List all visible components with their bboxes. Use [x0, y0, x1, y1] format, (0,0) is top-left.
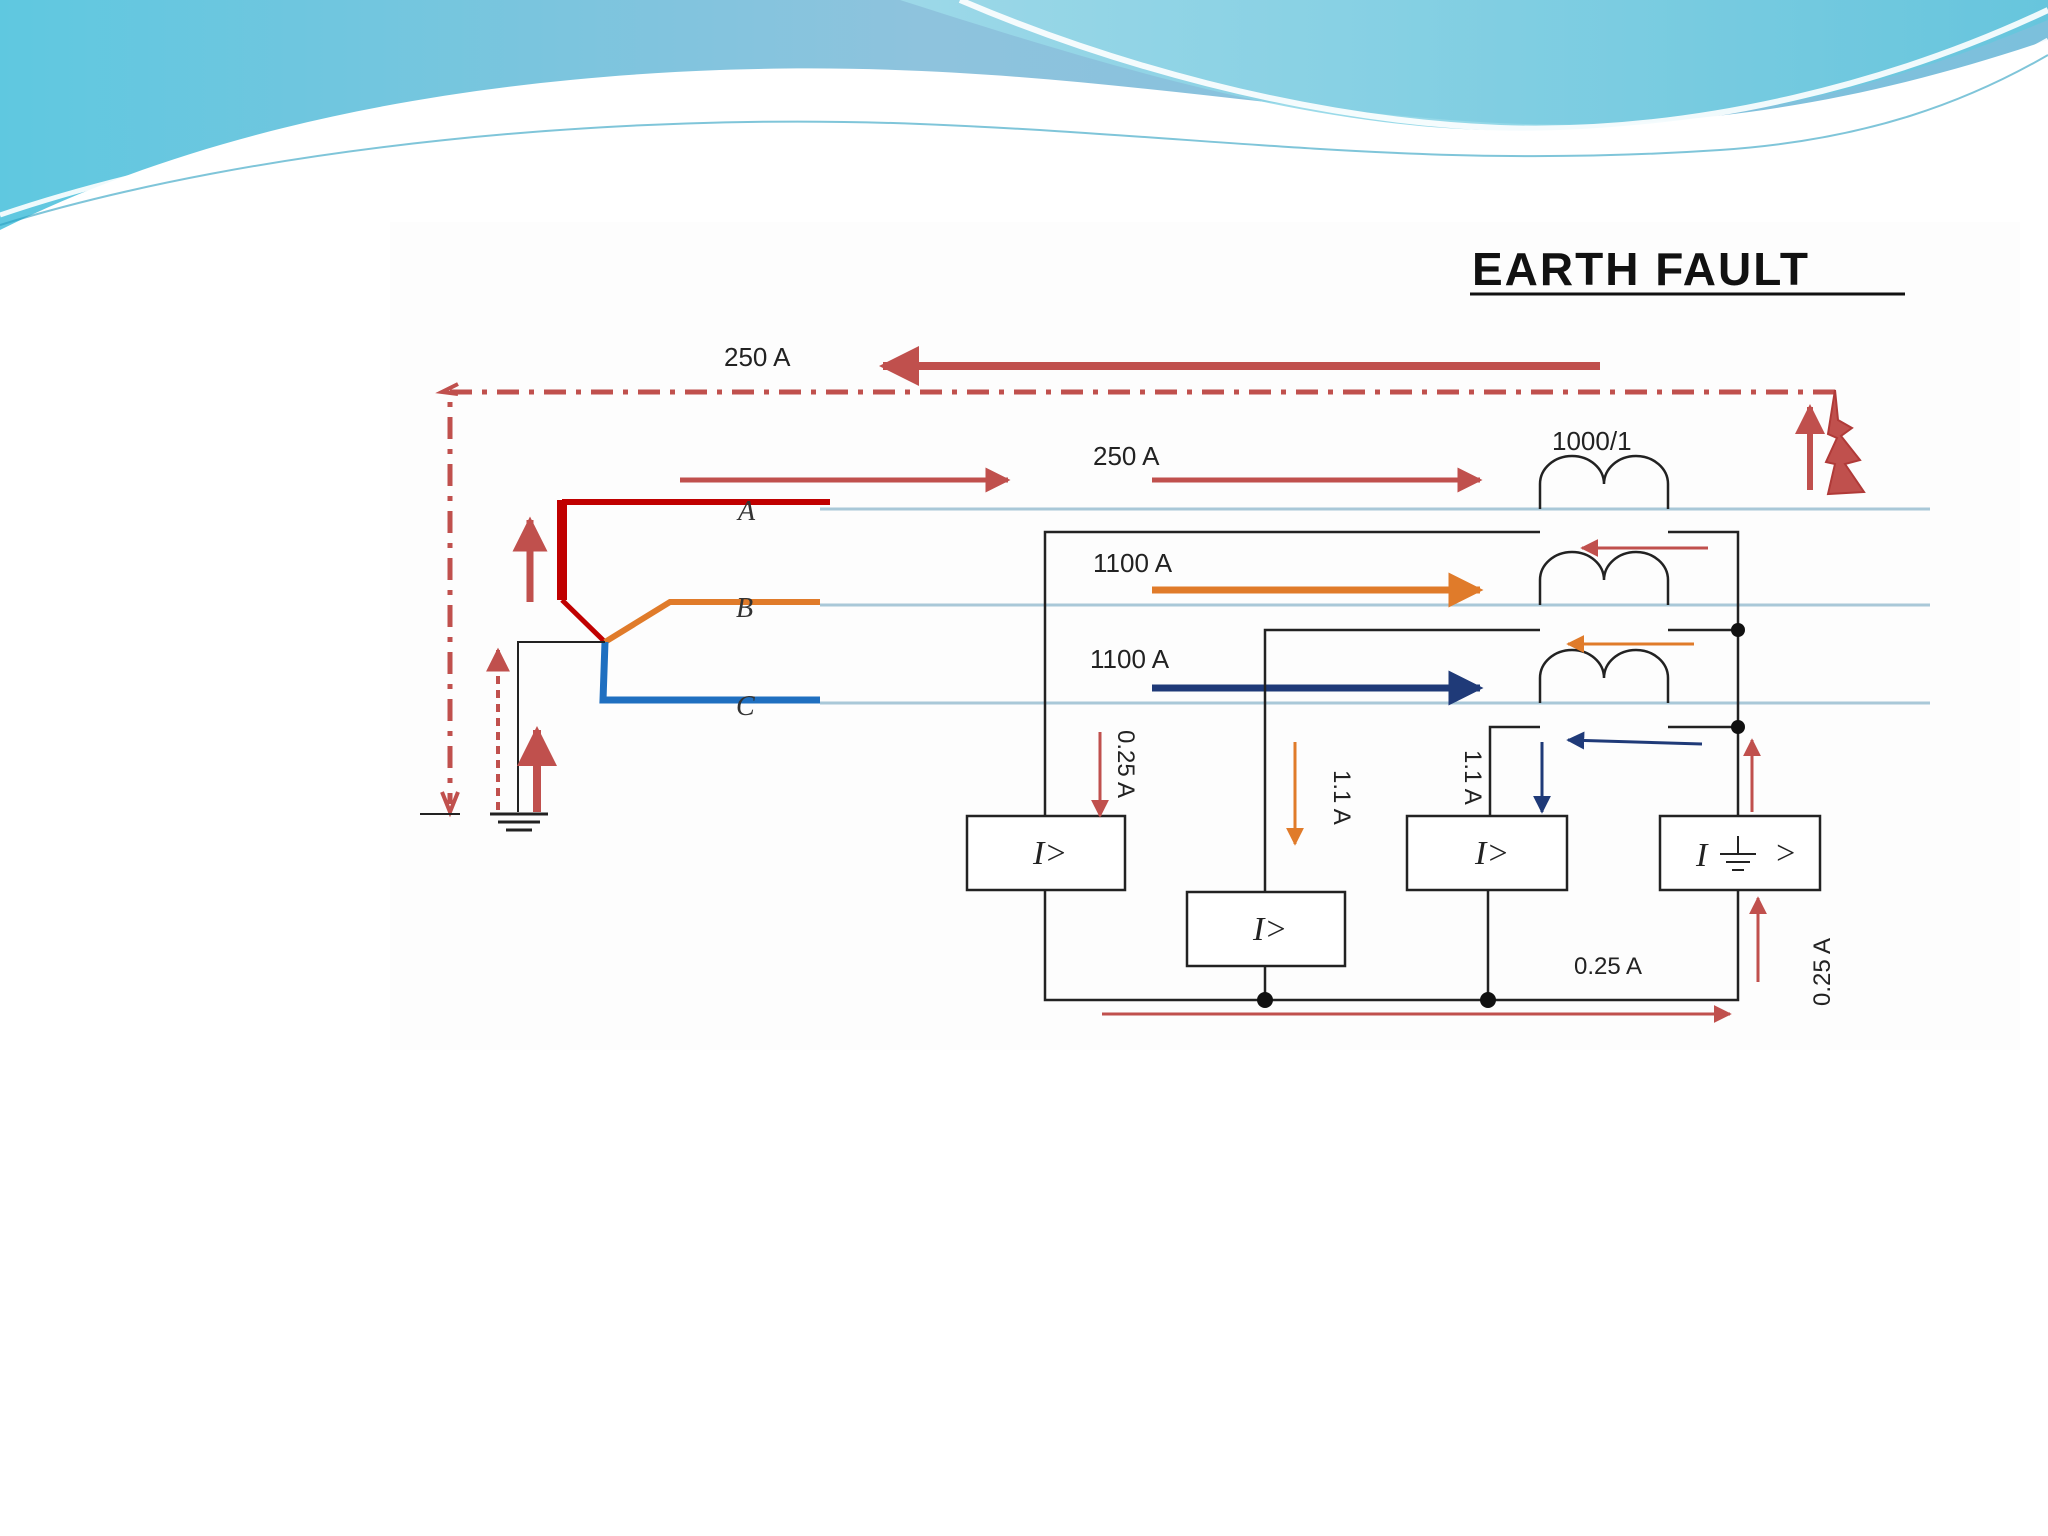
phase-c-winding: [599, 641, 820, 704]
svg-text:I: I: [1695, 837, 1709, 874]
return-bus: [1043, 890, 1740, 1002]
neutral-conductor: [517, 641, 605, 812]
phase-a-label: A: [736, 496, 756, 527]
phase-b-winding: [603, 599, 820, 645]
secondary-wire-c: [1488, 725, 1540, 816]
phase-a-winding: [605, 502, 832, 600]
ct-ratio: 1000/1: [1552, 426, 1632, 456]
ct-c-icon: [1538, 648, 1670, 703]
svg-text:I>: I>: [1474, 835, 1509, 872]
header-wave-decoration: [0, 0, 2048, 230]
relay-b-current: 1.1 A: [1328, 770, 1355, 825]
svg-text:I>: I>: [1032, 835, 1067, 872]
junction-dot: [1731, 720, 1745, 734]
relay-c: [1405, 814, 1569, 892]
secondary-wire-b: [1263, 628, 1540, 892]
junction-dot: [1257, 992, 1273, 1008]
earth-symbol-icon: [1720, 836, 1756, 871]
phase-b-current: 1100 A: [1093, 548, 1173, 578]
svg-text:I>: I>: [1252, 911, 1287, 948]
residual-current: 0.25 A: [1574, 953, 1642, 980]
earth-return-current: 250 A: [724, 342, 791, 372]
fault-spark-icon: [1824, 389, 1866, 496]
relay-a: [965, 814, 1127, 892]
relay-c-current: 1.1 A: [1459, 750, 1486, 805]
ct-b-icon: [1538, 550, 1670, 605]
ct-c-secondary-arrow: [1566, 731, 1703, 750]
phase-c-label: C: [736, 691, 755, 722]
svg-text:>: >: [1774, 835, 1797, 872]
earth-relay-current: 0.25 A: [1809, 938, 1836, 1006]
ct-a-icon: [1538, 454, 1670, 509]
junction-dot: [1480, 992, 1496, 1008]
relay-b: [1185, 890, 1347, 968]
relay-a-current: 0.25 A: [1112, 730, 1139, 798]
earth-symbol-icon: [490, 812, 548, 832]
phase-a-current: 250 A: [1093, 441, 1160, 471]
secondary-wire-a: [1043, 530, 1540, 816]
phase-b-label: B: [736, 593, 753, 624]
secondary-wire-a-return: [1668, 530, 1740, 816]
phase-c-current: 1100 A: [1090, 644, 1170, 674]
junction-dot: [1731, 623, 1745, 637]
diagram-panel: EARTH FAULT 250 A A B C: [390, 222, 2020, 1050]
diagram-title: EARTH FAULT: [1472, 243, 1810, 295]
earth-fault-diagram: EARTH FAULT 250 A A B C: [420, 243, 1930, 1023]
